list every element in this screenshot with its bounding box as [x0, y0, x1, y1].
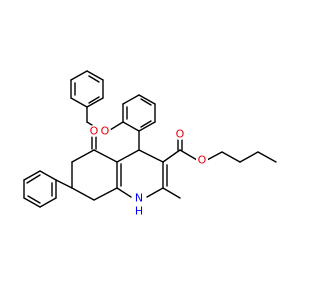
ester-carbon-alkoxy-oxygen-bond — [179, 149, 198, 161]
ester-alkoxy-oxygen-label: O — [198, 154, 207, 167]
c7-phenyl-bond — [55, 179, 73, 189]
ketone-oxygen-atom: O — [88, 125, 100, 138]
dihydropyridine-ring — [116, 149, 168, 198]
structure-drawing: O O O O N H — [23, 70, 277, 218]
lower-phenyl-ring — [23, 170, 57, 208]
ester-carbonyl-oxygen-atom: O — [174, 128, 186, 141]
ester-carbonyl-oxygen-label: O — [176, 128, 185, 141]
ether-oxygen-aryl-bond — [109, 121, 124, 131]
ring-nitrogen-hydrogen-label: H — [135, 205, 143, 218]
ether-oxygen-atom: O — [99, 125, 111, 138]
ketone-oxygen-label: O — [90, 125, 99, 138]
c3-ester-carbon-bond — [162, 149, 181, 163]
ether-oxygen-label: O — [101, 125, 110, 138]
structure-canvas: O O O O N H — [23, 70, 277, 218]
benzyl-phenyl-ring — [70, 70, 104, 108]
butyl-chain — [206, 151, 277, 163]
ring-nitrogen-label: N — [135, 192, 143, 205]
aryl-ring — [122, 94, 156, 132]
c2-methyl-bond — [162, 187, 181, 199]
ring-nitrogen-atom: N H — [133, 192, 145, 218]
ester-alkoxy-oxygen-atom: O — [196, 154, 208, 167]
cyclohexenone-ring — [71, 149, 118, 201]
